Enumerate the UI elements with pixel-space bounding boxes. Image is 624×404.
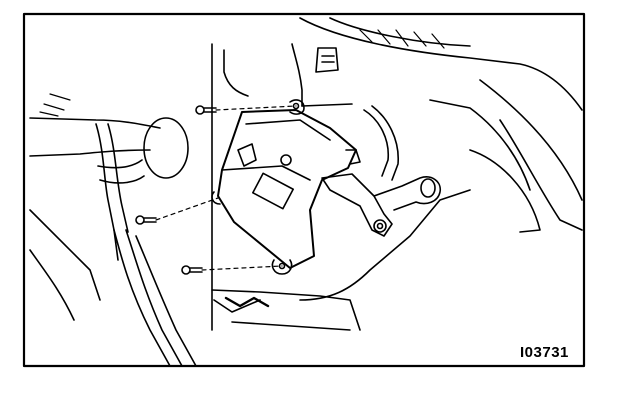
figure-border bbox=[22, 12, 586, 368]
lower-duct bbox=[211, 189, 471, 331]
dashboard-panel bbox=[299, 17, 583, 233]
screw-lower bbox=[181, 265, 203, 275]
center-panel bbox=[211, 43, 353, 331]
servo-label-plate bbox=[252, 172, 294, 210]
screw-middle bbox=[135, 215, 157, 225]
alignment-lines bbox=[155, 105, 297, 271]
servo-motor bbox=[211, 99, 361, 275]
wire-harness bbox=[29, 93, 197, 367]
screw-upper bbox=[195, 105, 217, 115]
damper-linkage bbox=[321, 105, 442, 237]
figure-id-label: I03731 bbox=[520, 344, 569, 361]
